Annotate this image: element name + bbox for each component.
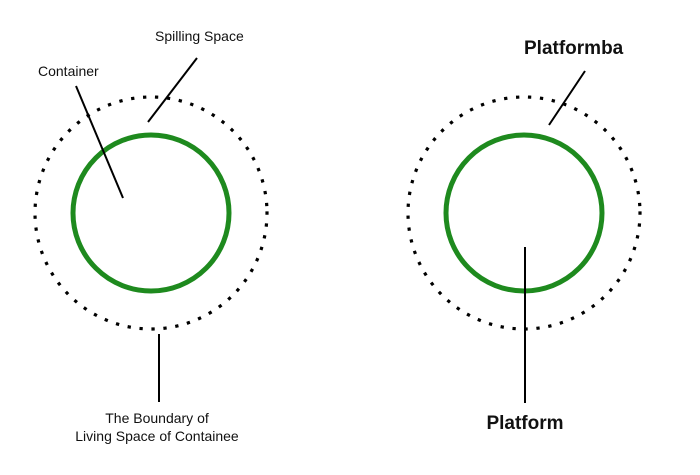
left-dotted-boundary bbox=[33, 95, 269, 331]
left-diagram bbox=[33, 57, 269, 402]
container-label: Container bbox=[38, 63, 99, 79]
container-leader-line bbox=[75, 85, 124, 199]
platformba-label: Platformba bbox=[524, 38, 624, 59]
spilling-space-label: Spilling Space bbox=[155, 28, 244, 44]
right-diagram bbox=[406, 70, 642, 403]
platformba-leader-line bbox=[548, 70, 586, 126]
left-container-circle bbox=[70, 132, 232, 294]
boundary-label-line-1: The Boundary of bbox=[105, 410, 209, 426]
boundary-label: The Boundary of Living Space of Containe… bbox=[75, 410, 238, 445]
spilling-space-leader-line bbox=[147, 57, 198, 123]
right-dotted-boundary bbox=[406, 95, 642, 331]
boundary-label-line-2: Living Space of Containee bbox=[75, 427, 239, 444]
platform-label: Platform bbox=[486, 413, 564, 434]
